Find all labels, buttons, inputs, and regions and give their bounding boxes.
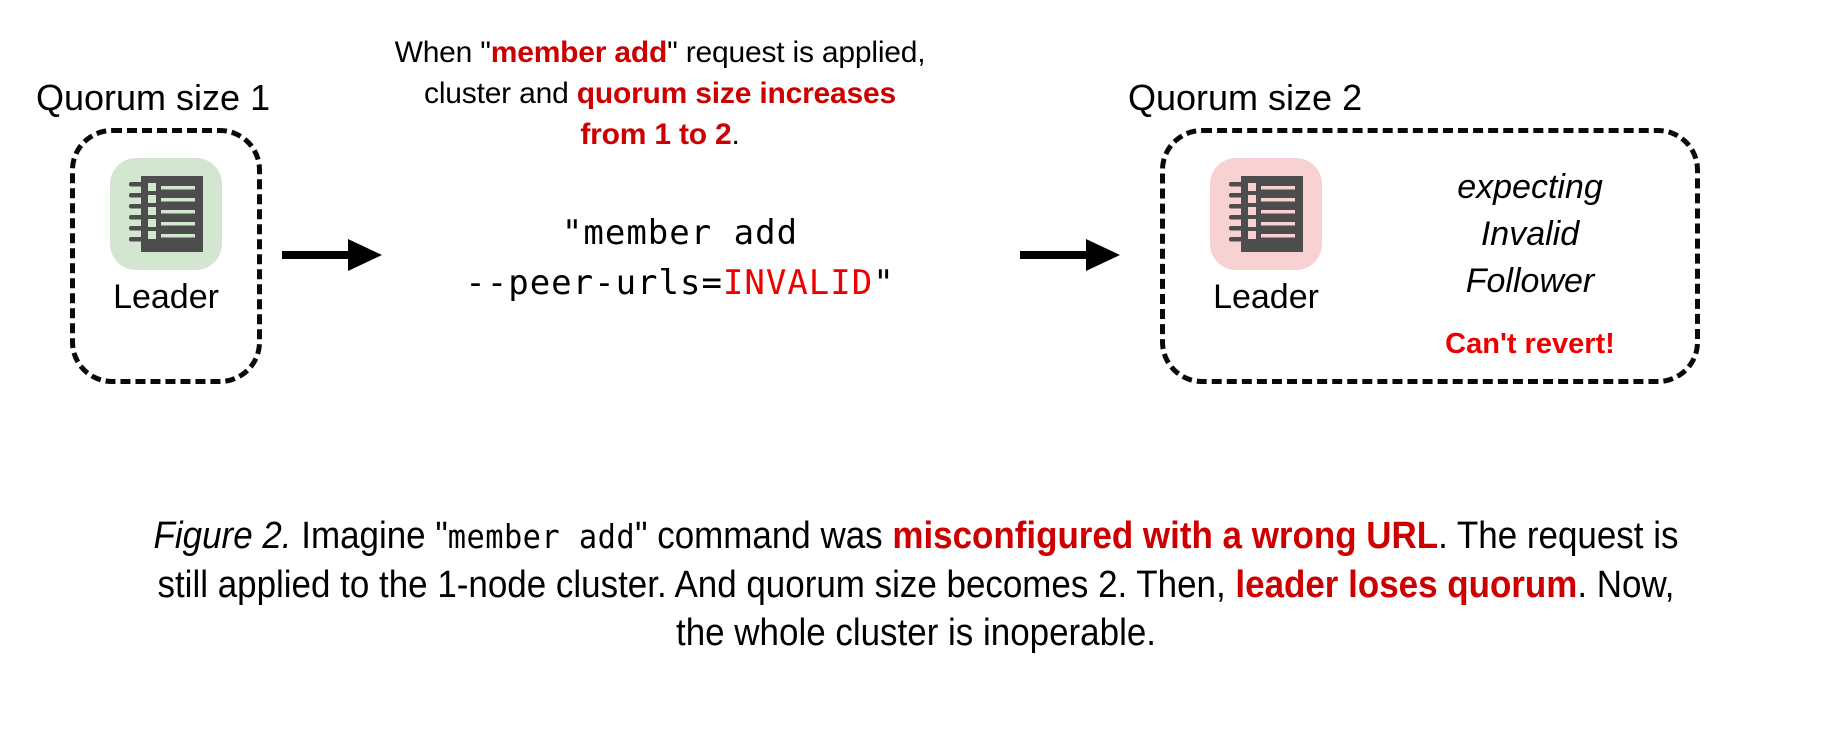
command-line-1: "member add <box>561 213 799 253</box>
figure-caption-part-1: Imagine " <box>291 515 448 557</box>
status-line-1: expecting <box>1457 168 1603 206</box>
command-line-2: --peer-urls=INVALID" <box>400 258 960 308</box>
top-annotation-line3-post: . <box>731 118 740 151</box>
ledger-notebook-icon <box>110 158 222 276</box>
left-cluster-boundary <box>70 128 262 384</box>
top-annotation-line1-post: " request is applied, <box>667 36 926 69</box>
command-text: "member add --peer-urls=INVALID" <box>400 208 960 308</box>
figure-caption-label: Figure 2. <box>153 515 292 557</box>
figure-caption-part-3: . The request is still applied to the 1-… <box>157 515 1679 606</box>
top-annotation-line2-emphasis: quorum size increases <box>576 77 896 110</box>
left-cluster-title: Quorum size 1 <box>36 77 271 118</box>
right-cluster-boundary <box>1160 128 1700 384</box>
top-annotation-line1-pre: When " <box>394 36 491 69</box>
figure-caption: Figure 2. Imagine "member add" command w… <box>128 512 1703 657</box>
status-line-3: Follower <box>1465 262 1595 300</box>
command-flag: --peer-urls= <box>465 263 723 303</box>
figure-caption-part-2: " command was <box>635 515 893 557</box>
right-cluster-node: Leader <box>1186 158 1346 316</box>
left-cluster-node: Leader <box>86 158 246 316</box>
right-arrow-icon <box>282 238 382 277</box>
command-closing-quote: " <box>873 263 895 303</box>
right-arrow-icon-2 <box>1020 238 1120 277</box>
command-invalid-value: INVALID <box>722 263 874 303</box>
top-annotation: When "member add" request is applied, cl… <box>350 32 970 155</box>
cant-revert-warning: Can't revert! <box>1445 328 1615 360</box>
top-annotation-line2-pre: cluster and <box>424 77 577 110</box>
left-node-label: Leader <box>113 278 219 316</box>
figure-caption-part-4: . Now, the whole cluster is inoperable. <box>675 564 1675 654</box>
right-node-label: Leader <box>1213 278 1319 316</box>
figure-caption-mono-1: member add <box>447 517 636 556</box>
status-line-2: Invalid <box>1480 215 1580 253</box>
top-annotation-line1-emphasis: member add <box>490 36 668 69</box>
top-annotation-line3-emphasis: from 1 to 2 <box>580 118 732 151</box>
right-cluster-status: expecting Invalid Follower <box>1380 164 1680 305</box>
figure-caption-emphasis-1: misconfigured with a wrong URL <box>892 515 1439 557</box>
figure-caption-emphasis-2: leader loses quorum <box>1235 564 1578 606</box>
ledger-notebook-icon-2 <box>1210 158 1322 276</box>
right-cluster-title: Quorum size 2 <box>1128 77 1363 118</box>
